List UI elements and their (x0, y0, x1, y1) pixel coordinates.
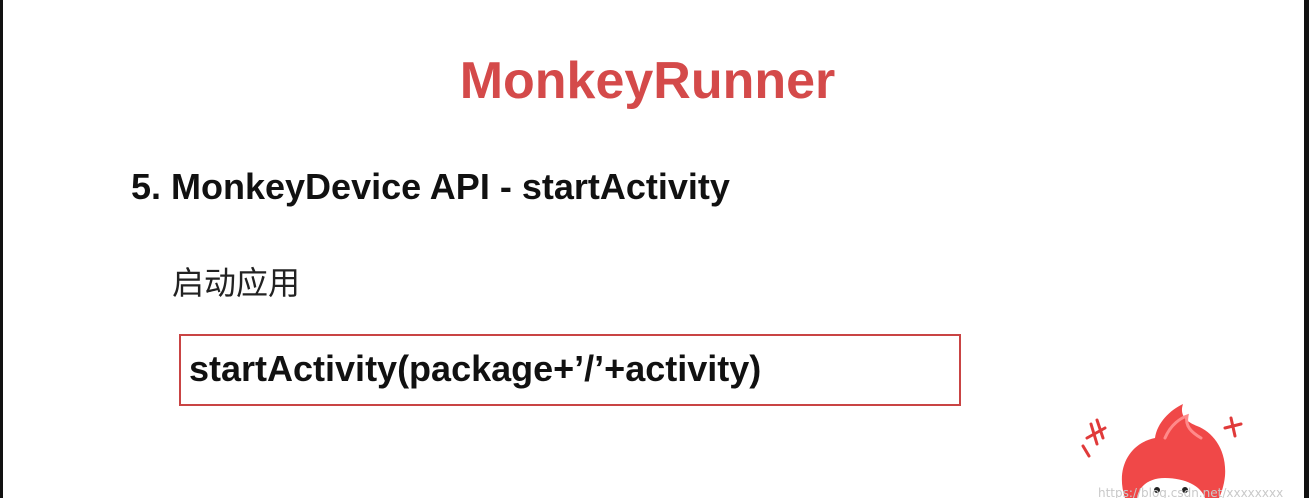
code-box: startActivity(package+’/’+activity) (179, 334, 961, 406)
flame-hair-character-icon (1081, 404, 1243, 498)
code-snippet: startActivity(package+’/’+activity) (189, 348, 762, 389)
description-text: 启动应用 (172, 264, 301, 302)
sparkle-left-icon (1081, 418, 1107, 458)
section-heading: 5. MonkeyDevice API - startActivity (131, 166, 730, 207)
left-border (0, 0, 3, 498)
sparkle-right-icon (1223, 416, 1243, 438)
slide-title: MonkeyRunner (459, 52, 836, 110)
right-border (1304, 0, 1309, 498)
watermark: https://blog.csdn.net/xxxxxxxx (1098, 486, 1284, 498)
